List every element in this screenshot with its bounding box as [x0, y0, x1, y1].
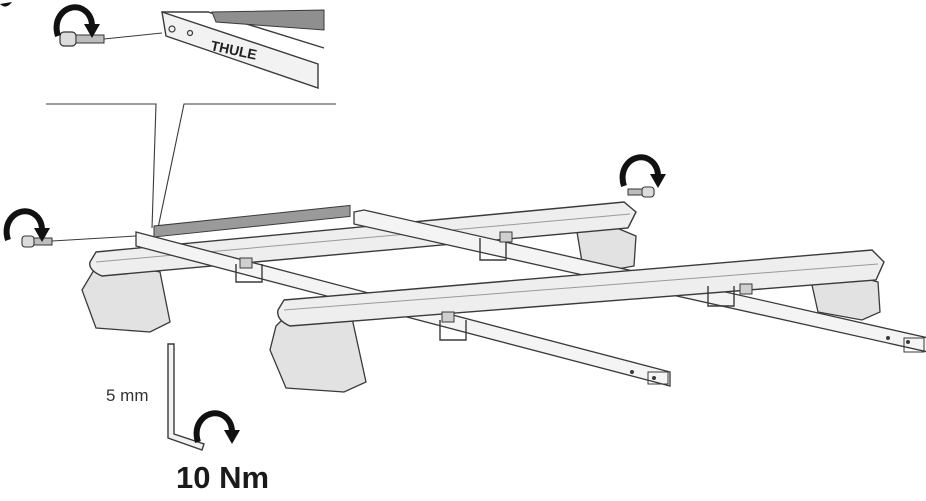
leader-line [46, 103, 157, 229]
inset-profile [211, 9, 325, 31]
rotate-clockwise-arrow-icon [623, 157, 666, 188]
rail-insert-strip [153, 204, 351, 238]
screw-icon [21, 235, 137, 248]
step-number-badge-fragment [0, 2, 12, 7]
detail-inset: THULE [0, 2, 336, 229]
torque-label: 10 Nm [176, 460, 270, 495]
inset-bar-top-edge [162, 11, 325, 49]
foot-left-rear [81, 265, 171, 333]
wrench-size-label: 5 mm [106, 386, 149, 405]
mounting-bracket [707, 283, 753, 307]
load-bar-body [277, 249, 885, 327]
screw-icon [59, 31, 163, 47]
inset-hole [186, 29, 194, 37]
leader-line [157, 103, 336, 229]
screw-icon [627, 186, 655, 198]
inset-bar-end [161, 10, 319, 89]
mounting-bracket [439, 311, 467, 341]
inset-hole [168, 25, 176, 33]
front-load-bar [269, 249, 885, 393]
mounting-bracket [235, 257, 263, 283]
rotate-clockwise-arrow-icon [197, 413, 240, 444]
mounting-bracket [479, 231, 513, 261]
allen-key-icon [167, 343, 205, 451]
